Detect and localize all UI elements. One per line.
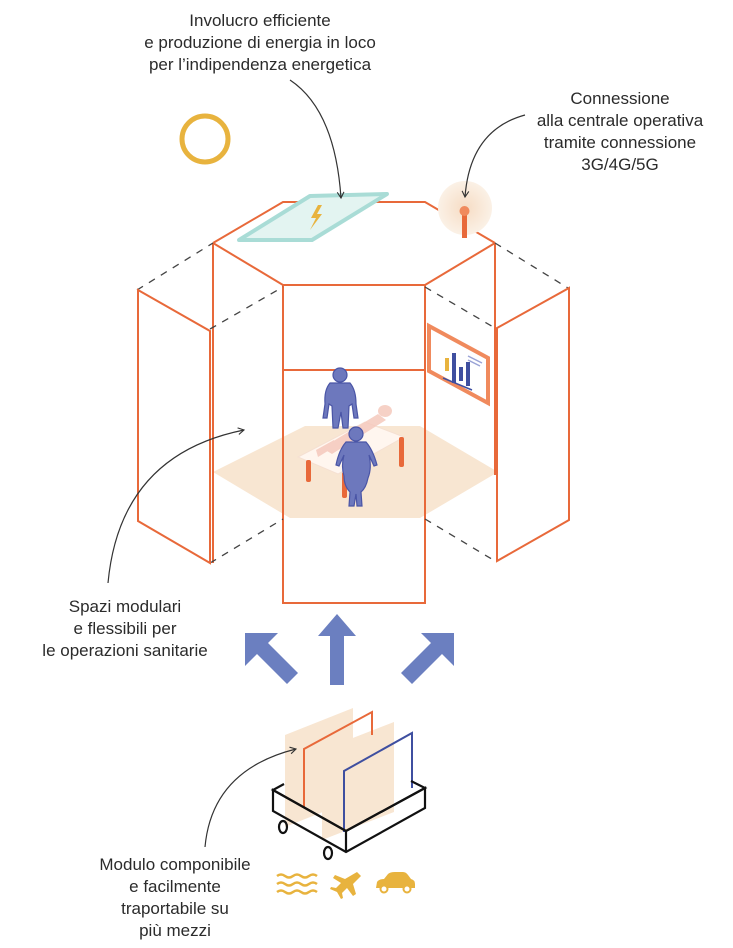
label-module-line-3: traportabile su: [121, 899, 229, 918]
right-inner-wall: [424, 243, 496, 475]
waves-icon: [276, 873, 318, 895]
cart-module: [270, 708, 428, 861]
dashed-guides: [136, 242, 569, 564]
expand-arrows: [245, 614, 454, 685]
callout-connection: [461, 114, 526, 199]
callout-lines: [107, 79, 526, 848]
arrow-up-right-icon: [401, 633, 454, 684]
label-module-line-2: e facilmente: [129, 877, 221, 896]
label-connection-line-3: tramite connessione: [543, 133, 697, 152]
label-spaces-line-3: le operazioni sanitarie: [42, 641, 208, 660]
label-module-line-1: Modulo componibile: [99, 855, 251, 874]
right-outer-panel: [496, 286, 570, 563]
callout-module: [204, 746, 298, 848]
label-connection: Connessione alla centrale operativa tram…: [510, 88, 730, 176]
car-icon: [376, 872, 415, 894]
front-panel: [282, 284, 426, 604]
medic-figure-1: [322, 367, 359, 429]
medic-figure-2: [335, 426, 378, 507]
label-module: Modulo componibile e facilmente traporta…: [75, 854, 275, 942]
label-module-line-4: più mezzi: [139, 921, 211, 940]
left-inner-wall: [212, 243, 284, 563]
label-connection-line-2: alla centrale operativa: [536, 111, 704, 130]
airplane-icon: [330, 872, 361, 899]
label-connection-line-1: Connessione: [570, 89, 670, 108]
arrow-up-icon: [318, 614, 356, 685]
callout-spaces: [107, 427, 246, 584]
label-envelope: Involucro efficiente e produzione di ene…: [110, 10, 410, 76]
left-outer-panel: [137, 288, 211, 565]
label-spaces-line-2: e flessibili per: [73, 619, 177, 638]
sun-ring-icon: [179, 113, 231, 165]
solar-panel-icon: [237, 192, 389, 242]
arrow-up-left-icon: [245, 633, 298, 684]
callout-envelope: [289, 79, 345, 200]
label-envelope-line-2: e produzione di energia in loco: [144, 33, 376, 52]
label-envelope-line-1: Involucro efficiente: [189, 11, 331, 30]
chart-monitor-icon: [427, 322, 490, 407]
antenna-icon: [438, 181, 492, 238]
label-spaces-line-1: Spazi modulari: [68, 597, 182, 616]
label-envelope-line-3: per l’indipendenza energetica: [148, 55, 372, 74]
label-spaces: Spazi modulari e flessibili per le opera…: [20, 596, 230, 662]
label-connection-line-4: 3G/4G/5G: [581, 155, 659, 174]
lightning-bolt-icon: [310, 205, 322, 230]
